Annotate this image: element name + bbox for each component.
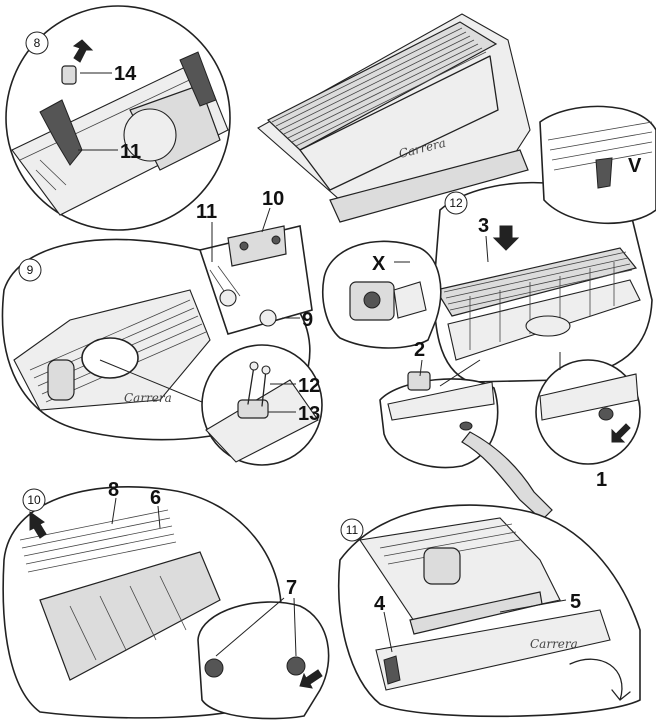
part-label-14: 14 — [114, 63, 137, 85]
part-label-2: 2 — [414, 339, 425, 361]
detail-letter-V: V — [628, 155, 642, 177]
down-arrow-icon — [72, 39, 94, 63]
carrera-badge-small: Carrera — [124, 391, 172, 405]
part-label-3: 3 — [478, 215, 489, 237]
part-label-6: 6 — [150, 487, 161, 509]
left-arrow-icon-7 — [299, 669, 323, 689]
engine-lid-main: Carrera — [257, 13, 531, 223]
detail-letter-X: X — [372, 253, 386, 275]
detail-12: 12 3 — [433, 181, 653, 383]
part-label-9: 9 — [302, 309, 313, 331]
detail-part-2: 2 — [379, 339, 553, 521]
part-label-7: 7 — [286, 577, 297, 599]
part-label-4: 4 — [374, 593, 386, 615]
detail-part-1: 1 — [535, 352, 641, 491]
detail-label-11: 11 — [346, 523, 359, 537]
down-arrow-icon-12 — [492, 225, 520, 251]
part-label-11: 11 — [120, 141, 141, 163]
detail-label-10: 10 — [27, 493, 41, 507]
detail-9-inset-bracket: 11 10 9 — [196, 188, 313, 335]
part-label-1: 1 — [596, 469, 607, 491]
detail-9-inset-bolts: 12 13 — [99, 344, 323, 466]
part-label-5: 5 — [570, 591, 581, 613]
rotate-arrow-icon — [569, 658, 631, 701]
detail-label-12: 12 — [449, 196, 463, 210]
detail-part-7: 7 — [197, 577, 330, 720]
detail-label-8: 8 — [34, 36, 41, 50]
part-label-11b: 11 — [196, 201, 217, 223]
part-label-12: 12 — [298, 375, 320, 397]
detail-11: Carrera 11 4 5 — [337, 504, 641, 718]
down-arrow-icon-10 — [29, 511, 47, 539]
part-label-8: 8 — [108, 479, 119, 501]
part-label-10: 10 — [262, 188, 284, 210]
detail-X: X — [321, 240, 442, 349]
detail-V: V — [539, 105, 656, 225]
part-label-13: 13 — [298, 403, 320, 425]
detail-label-9: 9 — [27, 263, 34, 277]
carrera-badge-11: Carrera — [530, 637, 578, 651]
up-arrow-icon-1 — [611, 423, 631, 443]
detail-8: 8 14 11 — [5, 5, 231, 231]
